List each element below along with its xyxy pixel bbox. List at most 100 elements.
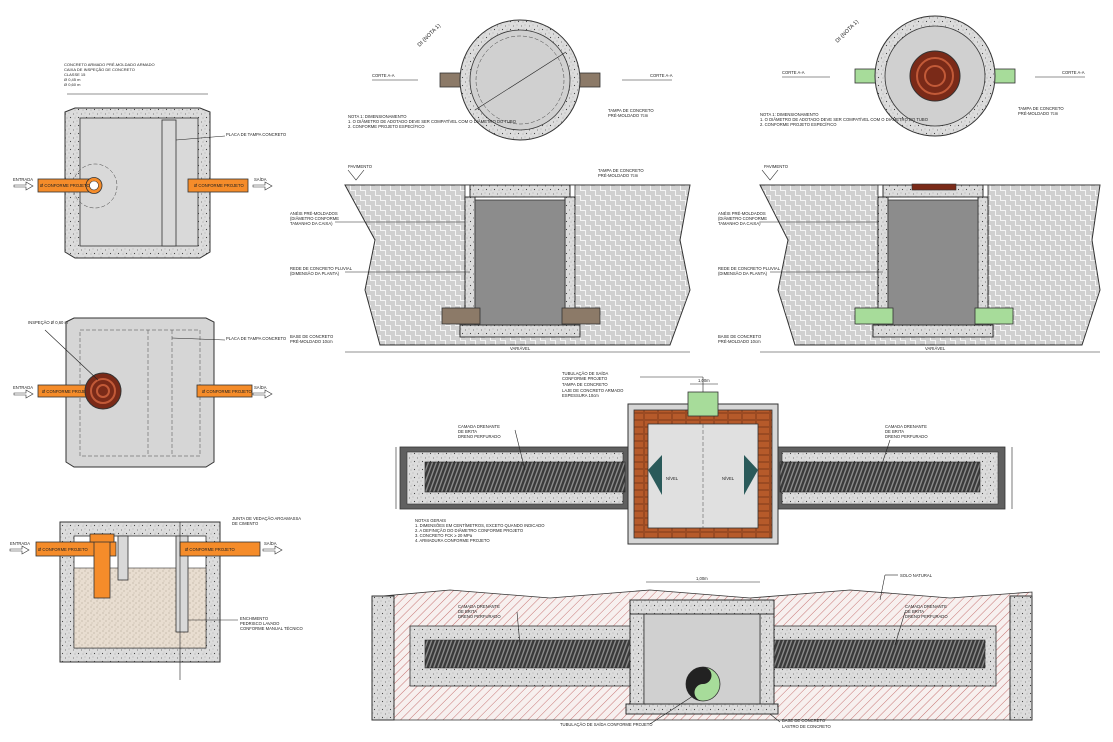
notes-left-2: 1. O DIÂMETRO DE ADOTADO DEVE SER COMPAT…: [348, 119, 517, 124]
dim-bottom-label-2: VARIÁVEL: [925, 346, 946, 351]
base-bottom: BASE DE CONCRETO: [782, 718, 826, 723]
tampa-concreto-sub-2: PRÉ-MOLDADO 7cm: [1018, 111, 1059, 116]
leader-tubulacao-bottom: [649, 695, 694, 725]
pipe-cap: [89, 533, 115, 543]
pipe-label-3: Ø CONFORME PROJETO: [38, 547, 88, 552]
outlet-flow-icon: [686, 667, 712, 701]
notes-left-3: 2. CONFORME PROJETO ESPECÍFICO: [348, 124, 425, 129]
camada-bottom-left-2: DE BRITA: [458, 609, 477, 614]
anel-label-r3: TAMANHO DA CAIXA): [718, 221, 761, 226]
laje-label-2: ESPESSURA 10cm: [562, 393, 599, 398]
outlet-pipe-green: [687, 391, 719, 417]
ring-dashed: [475, 35, 565, 125]
camada-left-label-3: DRENO PERFURADO: [458, 434, 501, 439]
pit-cover: [629, 599, 775, 615]
pipe-vertical: [93, 533, 111, 599]
tampa-concreto-label: TAMPA DE CONCRETO: [608, 108, 654, 113]
rede-label-2: (DIMENSÃO DA PLANTA): [290, 271, 340, 276]
enchimento-label-3: CONFORME MANUAL TÉCNICO: [240, 626, 304, 631]
pipe-label-out-3: Ø CONFORME PROJETO: [185, 547, 235, 552]
ring-inner: [469, 29, 571, 131]
leader-camada-right: [879, 439, 891, 471]
pit-wall-left: [629, 599, 645, 705]
base-label-r2: PRÉ-MOLDADO 10cm: [718, 339, 761, 344]
leader-tampa: [175, 135, 226, 141]
base-label-r: BASE DE CONCRETO: [718, 334, 762, 339]
tampa-plan-label: TAMPA DE CONCRETO: [562, 382, 608, 387]
notes-right-1: NOTA 1: DIMENSIONAMENTO: [760, 112, 819, 117]
entrada-label-2: ENTRADA: [13, 385, 33, 390]
tubulacao-bottom: TUBULAÇÃO DE SAÍDA CONFORME PROJETO: [560, 722, 653, 727]
tubulacao-label: TUBULAÇÃO DE SAÍDA: [562, 371, 609, 376]
tampa-sec-label: TAMPA DE CONCRETO: [598, 168, 644, 173]
pipe-green-right: [974, 307, 1014, 325]
pipe-section-right: [561, 307, 601, 325]
plan-notes-3: 2. A DEFINIÇÃO DO DIÂMETRO CONFORME PROJ…: [415, 528, 524, 533]
pipe-label-2: Ø CONFORME PROJETO: [42, 389, 92, 394]
arrow-in-icon: [13, 181, 34, 191]
leader-base-bottom: [769, 713, 781, 723]
plan-notes-5: 4. ARMADURA CONFORME PROJETO: [415, 538, 490, 543]
junta-label: JUNTA DE VEDAÇÃO ARGAMASSA: [232, 516, 301, 521]
inlet-left: [648, 455, 662, 495]
manhole-frame-section: [911, 183, 957, 191]
anel-label: ANÉIS PRÉ-MOLDADOS: [290, 211, 338, 216]
corte-label-right-2: CORTE A-A: [1062, 70, 1085, 75]
leader-camada-left: [514, 429, 526, 471]
camada-right-label-2: DE BRITA: [885, 429, 904, 434]
corte-label-left-2: CORTE A-A: [782, 70, 805, 75]
tampa-concreto-label-2: TAMPA DE CONCRETO: [1018, 106, 1064, 111]
side-wall-right: [1009, 595, 1033, 721]
camada-right-label: CAMADA DRENANTE: [885, 424, 927, 429]
leader-inspecao: [44, 329, 99, 381]
camada-left-label-2: DE BRITA: [458, 429, 477, 434]
pipe-elbow-hole: [89, 180, 99, 191]
section-aa-right: PAVIMENTO ANÉIS PRÉ-MOLDADOS (DIÂMETRO C…: [718, 164, 1101, 353]
inner-wall: [161, 119, 177, 247]
camada-right-label-3: DRENO PERFURADO: [885, 434, 928, 439]
top-view-circle-left: DI (NOTA 1) CORTE A-A CORTE A-A TAMPA DE…: [348, 19, 673, 141]
drain-pipe-right: [779, 461, 981, 493]
rede-label: REDE DE CONCRETO PLUVIAL: [290, 266, 353, 271]
manhole-ring: [90, 378, 116, 404]
drain-bottom-left: [424, 639, 666, 669]
note-line-1: CONCRETO ARMADO PRÉ-MOLDADO ARMADO: [64, 62, 155, 67]
base-label: BASE DE CONCRETO: [290, 334, 334, 339]
level-marker: [347, 169, 365, 181]
camada-bottom-left: CAMADA DRENANTE: [458, 604, 500, 609]
pipe-out-2: [196, 384, 253, 398]
entrada-label-3: ENTRADA: [10, 541, 30, 546]
anel-label-2: (DIÂMETRO CONFORME: [290, 216, 339, 221]
plan-notes-1: NOTAS GERAIS: [415, 518, 446, 523]
plan-drain-middle: TUBULAÇÃO DE SAÍDA CONFORME PROJETO TAMP…: [395, 371, 1013, 545]
base-bottom-2: LASTRO DE CONCRETO: [782, 724, 832, 729]
diameter-line: [474, 51, 567, 111]
pipe-green-left: [854, 307, 894, 325]
anel-label-r: ANÉIS PRÉ-MOLDADOS: [718, 211, 766, 216]
shaft-fill-right: [887, 199, 979, 326]
arrow-out-icon-3: [262, 545, 283, 555]
anel-label-r2: (DIÂMETRO CONFORME: [718, 216, 767, 221]
pipe-label-out-2: Ø CONFORME PROJETO: [202, 389, 252, 394]
note-line-4: Ø 0,45 m: [64, 77, 81, 82]
dim-bottom-label: VARIÁVEL: [510, 346, 531, 351]
leader-tampa-2: [171, 337, 226, 341]
top-view-circle-right: DI (NOTA 1) CORTE A-A CORTE A-A TAMPA DE…: [760, 15, 1085, 137]
pavimento-label-2: PAVIMENTO: [764, 164, 789, 169]
section-wall: [175, 535, 189, 633]
camada-bottom-left-3: DRENO PERFURADO: [458, 614, 501, 619]
nota-label-left: DI (NOTA 1): [417, 23, 442, 48]
drain-bottom-right: [739, 639, 986, 669]
inspecao-label: INSPEÇÃO Ø 0,60 m: [28, 320, 69, 325]
fund-label: NÍVEL: [666, 476, 679, 481]
leader-camada-bottom-left: [516, 611, 521, 646]
cover-slab-left: [469, 184, 571, 198]
leader-camada-bottom-right: [894, 611, 906, 646]
plan-notes-4: 3. CONCRETO FCK ≥ 20 MPa: [415, 533, 473, 538]
manhole-ring-3: [924, 65, 946, 87]
arrow-out-icon: [252, 181, 273, 191]
corte-label-left: CORTE A-A: [372, 73, 395, 78]
saida-label-2: SAÍDA: [254, 385, 267, 390]
note-line-5: Ø 0,60 m: [64, 82, 81, 87]
